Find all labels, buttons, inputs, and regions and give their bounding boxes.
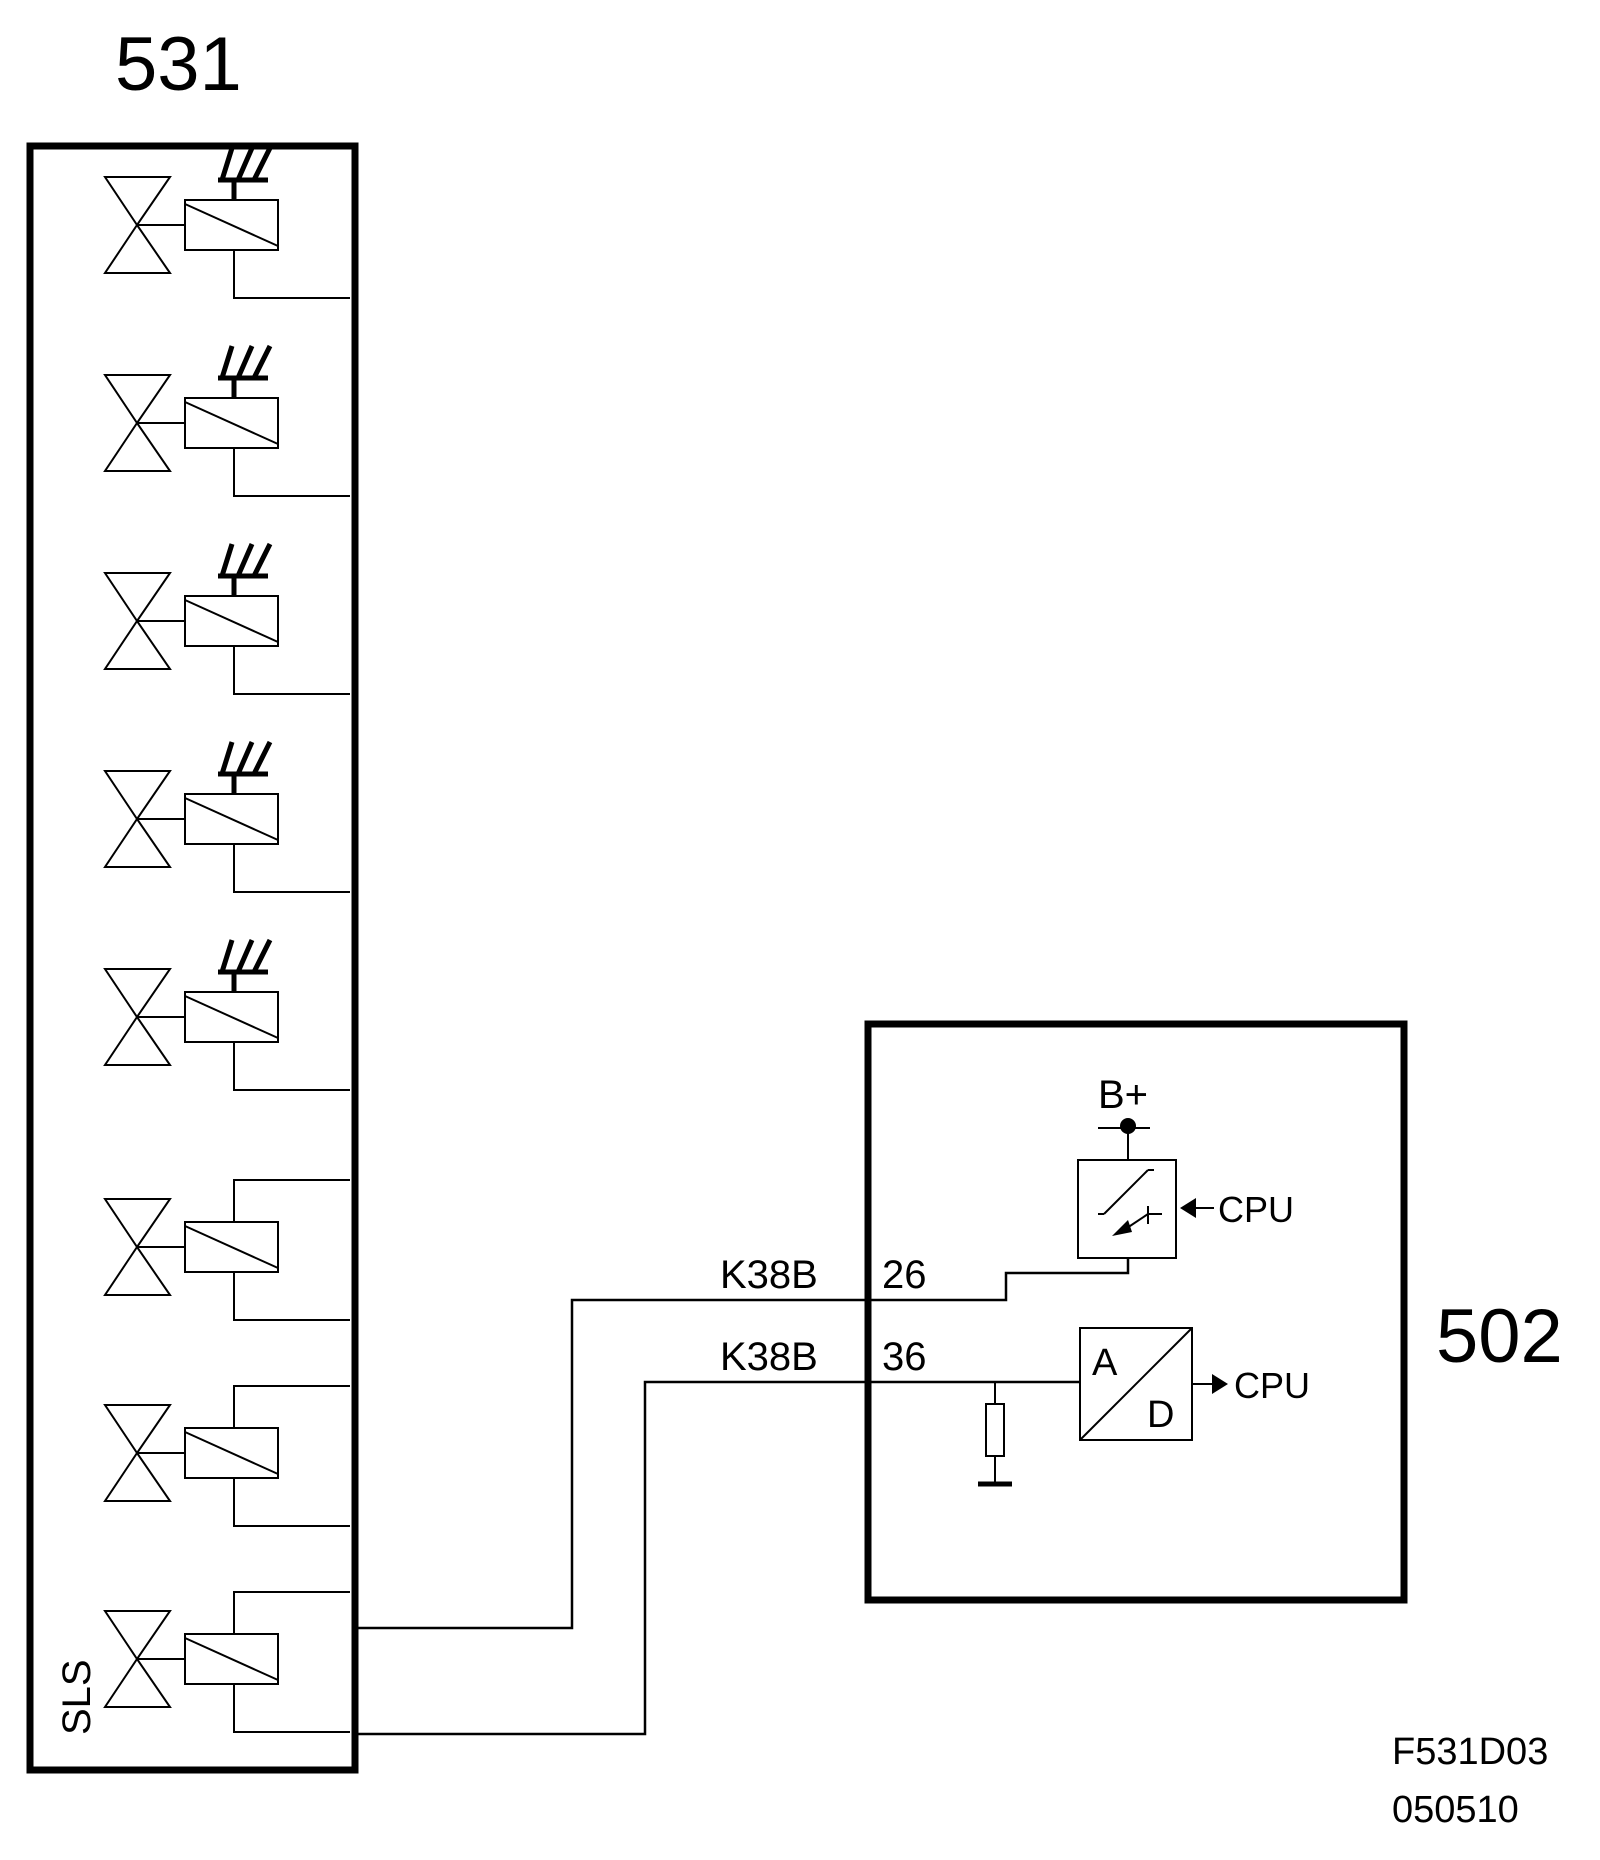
module-531-label: 531 xyxy=(115,22,242,107)
adc-output-arrow xyxy=(1212,1374,1228,1394)
solenoid-diagonal xyxy=(184,599,279,643)
valve-label-sls: SLS xyxy=(55,1659,99,1735)
solenoid-valve-row xyxy=(103,1385,350,1527)
solenoid-lead-bottom xyxy=(233,1684,350,1733)
driver-input-cpu-label: CPU xyxy=(1218,1189,1294,1230)
solenoid-lead-bottom xyxy=(233,1478,350,1527)
solenoid-lead-bottom xyxy=(233,250,350,299)
solenoid-coil xyxy=(184,1221,279,1273)
solenoid-lead-bottom xyxy=(233,1042,350,1091)
adc-label-a: A xyxy=(1092,1342,1118,1384)
solenoid-coil xyxy=(184,1427,279,1479)
module-502-label: 502 xyxy=(1436,1294,1563,1379)
drawing-date: 050510 xyxy=(1392,1789,1519,1831)
spring-symbol xyxy=(218,740,273,794)
solenoid-diagonal xyxy=(184,1225,279,1269)
solenoid-diagonal xyxy=(184,203,279,247)
adc-label-d: D xyxy=(1147,1394,1174,1436)
solenoid-diagonal xyxy=(184,797,279,841)
driver-input-arrow xyxy=(1180,1198,1196,1218)
solenoid-lead-bottom xyxy=(233,646,350,695)
drawing-code: F531D03 xyxy=(1392,1731,1548,1773)
spring-symbol xyxy=(218,938,273,992)
pin-label-36: 36 xyxy=(882,1335,927,1379)
solenoid-lead-top xyxy=(233,1385,350,1428)
module-502-box xyxy=(864,1020,1408,1604)
supply-label-bplus: B+ xyxy=(1098,1073,1148,1117)
solenoid-lead-bottom xyxy=(233,448,350,497)
solenoid-valve-group xyxy=(103,146,350,1733)
solenoid-lead-top xyxy=(233,1591,350,1634)
solenoid-valve-row xyxy=(103,938,350,1091)
wire-k38b-pin36 xyxy=(355,1380,1080,1736)
solenoid-lead-bottom xyxy=(233,1272,350,1321)
solenoid-valve-row xyxy=(103,542,350,695)
solenoid-coil xyxy=(184,1633,279,1685)
solenoid-diagonal xyxy=(184,1637,279,1681)
solenoid-diagonal xyxy=(184,401,279,445)
solenoid-valve-row xyxy=(103,344,350,497)
wire-label-k38b-1: K38B xyxy=(720,1253,818,1297)
driver-transistor xyxy=(1077,1159,1177,1259)
spring-symbol xyxy=(218,344,273,398)
solenoid-lead-top xyxy=(233,1179,350,1222)
solenoid-valve-row xyxy=(103,740,350,893)
wire-label-k38b-2: K38B xyxy=(720,1335,818,1379)
pin-label-26: 26 xyxy=(882,1253,927,1297)
solenoid-lead-bottom xyxy=(233,844,350,893)
module-531-box xyxy=(26,142,359,1774)
spring-symbol xyxy=(218,542,273,596)
wire-k38b-pin26 xyxy=(355,1258,1130,1630)
solenoid-valve-row xyxy=(103,146,350,299)
adc-output-cpu-label: CPU xyxy=(1234,1365,1310,1406)
solenoid-valve-row xyxy=(103,1591,350,1733)
pulldown-resistor xyxy=(985,1382,1005,1482)
spring-symbol xyxy=(218,146,273,200)
solenoid-diagonal xyxy=(184,995,279,1039)
solenoid-valve-row xyxy=(103,1179,350,1321)
solenoid-diagonal xyxy=(184,1431,279,1475)
